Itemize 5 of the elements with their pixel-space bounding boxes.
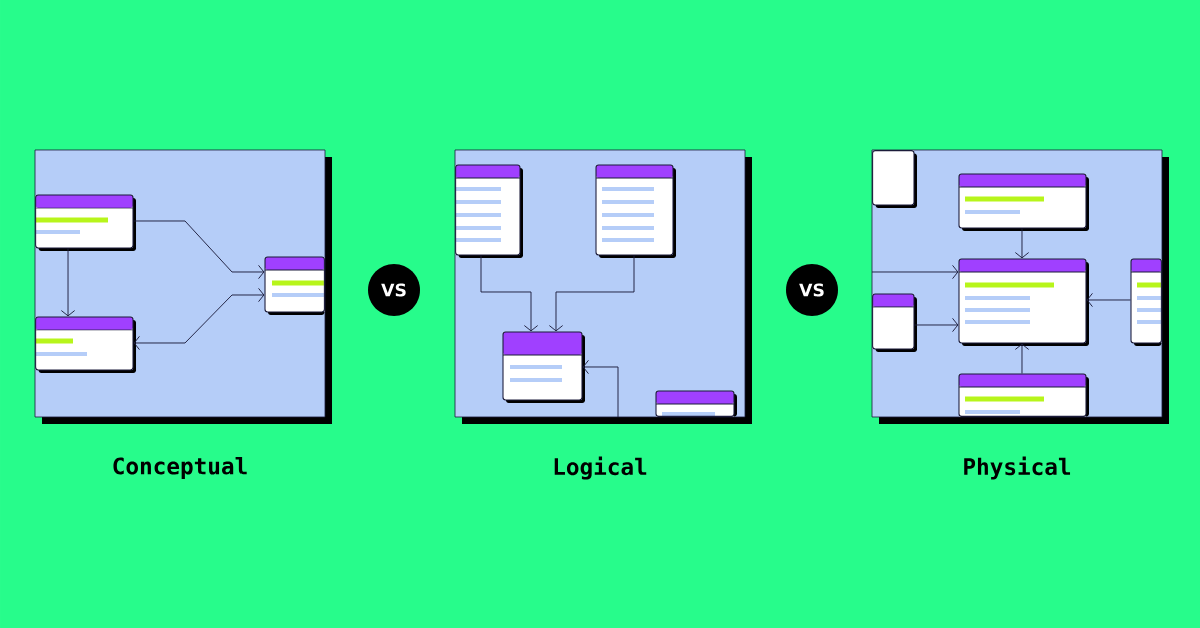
panel-label: Physical	[964, 456, 1071, 480]
panel-label: Logical	[554, 456, 647, 480]
vs-badge: VS	[786, 264, 838, 316]
panel-label: Conceptual	[113, 457, 247, 479]
vs-badge: VS	[368, 264, 420, 316]
